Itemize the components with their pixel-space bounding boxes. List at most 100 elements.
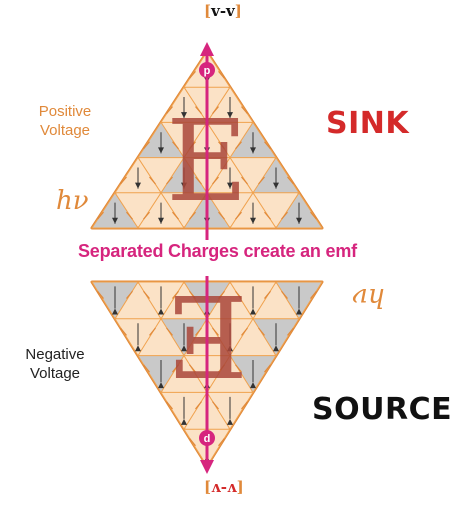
lower-edge-mark <box>143 364 150 373</box>
lower-edge-mark <box>218 290 225 299</box>
upper-edge-mark <box>218 70 225 79</box>
top-bracket-label: [v-v] <box>204 2 242 20</box>
lower-edge-mark <box>218 364 225 373</box>
upper-edge-mark <box>195 176 202 185</box>
upper-arrowhead <box>135 182 141 189</box>
upper-edge-mark <box>241 106 248 114</box>
lower-edge-mark <box>241 401 248 410</box>
sink-label: SINK <box>326 106 410 141</box>
lower-edge-mark <box>212 401 219 410</box>
lower-edge-mark <box>120 327 127 336</box>
upper-edge-mark <box>172 141 179 150</box>
upper-edge-mark <box>212 176 219 185</box>
lower-arrowhead <box>227 345 233 352</box>
vertical-axis: pd <box>199 42 215 474</box>
positive-voltage-label: Positive Voltage <box>18 102 112 140</box>
upper-edge-mark <box>143 211 150 220</box>
axis-top-arrowhead <box>200 42 214 56</box>
upper-arrowhead <box>250 147 256 154</box>
upper-arrowhead <box>158 147 164 154</box>
lower-edge-mark <box>97 290 104 299</box>
lower-arrowhead <box>112 308 118 315</box>
lower-edge-mark <box>258 327 265 336</box>
lower-edge-mark <box>166 401 173 410</box>
upper-edge-mark <box>166 106 173 114</box>
upper-edge-mark <box>258 176 265 185</box>
positive-voltage-line-1: Positive <box>38 103 92 120</box>
upper-arrowhead <box>112 217 118 224</box>
lower-arrowhead <box>158 382 164 389</box>
upper-edge-mark <box>218 211 225 220</box>
lower-edge-mark <box>172 290 179 299</box>
upper-arrowhead <box>273 182 279 189</box>
lower-edge-mark <box>310 290 317 299</box>
upper-edge-mark <box>172 211 179 220</box>
lower-edge-mark <box>195 327 202 336</box>
lower-edge-mark <box>166 327 173 336</box>
lower-edge-mark <box>126 290 133 299</box>
lower-edge-mark <box>281 290 288 299</box>
upper-edge-mark <box>235 141 242 150</box>
p-tip-circle <box>199 62 215 78</box>
lower-edge-mark <box>143 290 150 299</box>
upper-edge-mark <box>264 211 271 220</box>
lower-edge-mark <box>149 327 156 336</box>
lower-arrowhead <box>227 418 233 425</box>
lower-edge-mark <box>172 364 179 373</box>
upper-edge-mark <box>281 211 288 220</box>
lower-edge-mark <box>189 290 196 299</box>
upper-edge-mark <box>120 176 127 185</box>
d-tip-circle <box>199 430 215 446</box>
upper-arrowhead <box>227 112 233 119</box>
lower-edge-mark <box>235 364 242 373</box>
d-tip-letter: d <box>204 433 211 445</box>
lower-arrowhead <box>250 308 256 315</box>
upper-edge-mark <box>241 176 248 185</box>
lower-edge-mark <box>287 327 294 336</box>
upper-edge-mark <box>189 211 196 220</box>
photon-label-bottom: hν <box>352 282 385 312</box>
upper-arrowhead <box>250 217 256 224</box>
lower-edge-mark <box>189 364 196 373</box>
upper-edge-mark <box>149 176 156 185</box>
lower-arrowhead <box>273 345 279 352</box>
lower-edge-mark <box>218 438 225 447</box>
lower-edge-mark <box>264 290 271 299</box>
lower-arrowhead <box>181 418 187 425</box>
positive-voltage-line-2: Voltage <box>39 122 91 139</box>
upper-edge-mark <box>97 211 104 220</box>
negative-voltage-line-1: Negative <box>25 346 85 363</box>
lower-arrowhead <box>181 345 187 352</box>
emf-caption: Separated Charges create an emf <box>78 241 357 261</box>
lower-arrowhead <box>158 308 164 315</box>
upper-edge-mark <box>218 141 225 150</box>
lower-edge-mark <box>264 364 271 373</box>
upper-edge-mark <box>235 211 242 220</box>
p-tip-letter: p <box>204 65 211 77</box>
lower-arrowhead <box>296 308 302 315</box>
upper-edge-mark <box>166 176 173 185</box>
upper-edge-mark <box>310 211 317 220</box>
upper-edge-mark <box>126 211 133 220</box>
top-bracket-text: v-v <box>211 2 235 20</box>
upper-arrowhead <box>181 112 187 119</box>
upper-arrowhead <box>296 217 302 224</box>
lower-arrowhead <box>135 345 141 352</box>
lower-edge-mark <box>195 401 202 410</box>
negative-voltage-line-2: Voltage <box>29 365 81 382</box>
upper-edge-mark <box>143 141 150 150</box>
lower-edge-mark <box>241 327 248 336</box>
upper-edge-mark <box>189 141 196 150</box>
negative-voltage-label: Negative Voltage <box>8 345 102 383</box>
bottom-bracket-text: ʌ-ʌ <box>211 478 237 496</box>
upper-arrowhead <box>181 182 187 189</box>
lower-edge-mark <box>212 327 219 336</box>
lower-edge-mark <box>189 438 196 447</box>
axis-bottom-arrowhead <box>200 460 214 474</box>
upper-arrowhead <box>158 217 164 224</box>
photon-label-top: hν <box>56 186 89 216</box>
lower-edge-mark <box>235 290 242 299</box>
upper-edge-mark <box>287 176 294 185</box>
